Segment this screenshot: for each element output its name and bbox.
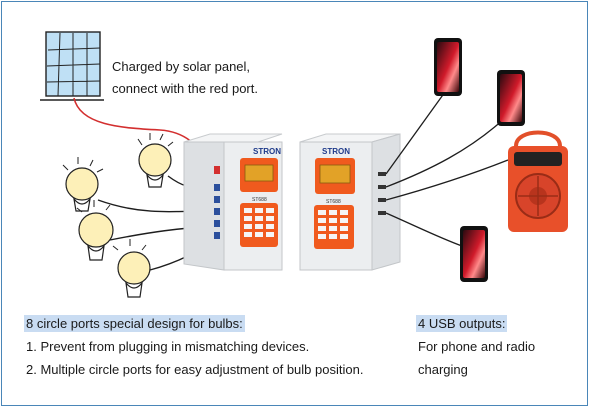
usb-outputs-line2: charging bbox=[418, 362, 468, 377]
solar-caption-line2: connect with the red port. bbox=[112, 81, 258, 96]
phone-icon-2 bbox=[497, 70, 525, 126]
phone-icon-1 bbox=[434, 38, 462, 96]
bulb-icon-1 bbox=[137, 133, 174, 188]
phone-icon-3 bbox=[460, 226, 488, 282]
model-label-left: ST688 bbox=[252, 197, 267, 203]
usb-outputs-line1: For phone and radio bbox=[418, 339, 536, 354]
bulb-ports-point-2: 2. Multiple circle ports for easy adjust… bbox=[26, 362, 364, 377]
bulb-ports-point-1: 1. Prevent from plugging in mismatching … bbox=[26, 339, 310, 354]
bulb-ports-heading: 8 circle ports special design for bulbs: bbox=[24, 315, 245, 332]
radio-speaker-icon bbox=[508, 130, 568, 232]
solar-caption-line1: Charged by solar panel, bbox=[112, 59, 251, 74]
usb-outputs-heading: 4 USB outputs: bbox=[416, 315, 508, 332]
controller-right bbox=[299, 133, 401, 271]
bulb-icon-3 bbox=[76, 200, 114, 261]
usb-cables bbox=[385, 91, 509, 247]
bulb-icon-2 bbox=[62, 157, 104, 212]
bulb-icon-4 bbox=[112, 239, 151, 298]
model-label-right: ST688 bbox=[326, 199, 341, 205]
solar-panel-icon bbox=[40, 31, 104, 101]
brand-logo-right: STRON bbox=[322, 147, 350, 156]
brand-logo-left: STRON bbox=[253, 147, 281, 156]
controller-left bbox=[183, 133, 283, 271]
